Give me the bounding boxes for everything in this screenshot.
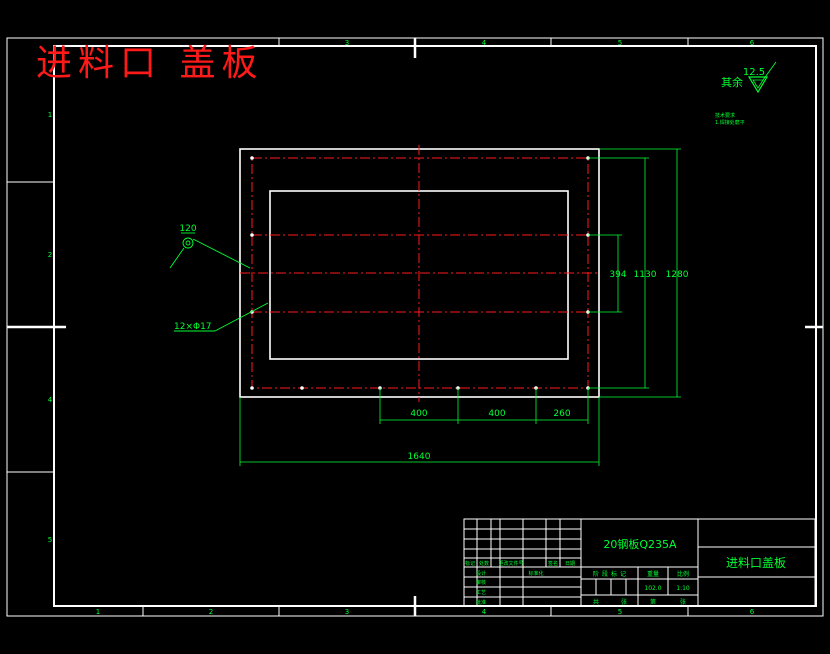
dim-400-b: 400 [488, 409, 505, 419]
mark-header: 标记 [465, 560, 475, 567]
dim-394: 394 [609, 270, 626, 280]
sheet-unit: 张 [621, 598, 627, 606]
mark-header: 签名 [548, 560, 558, 567]
inner-frame [53, 45, 817, 607]
grid-bottom-label: 5 [618, 608, 622, 616]
outer-border [6, 37, 824, 617]
grid-bottom-label: 4 [482, 608, 487, 616]
holes-label: 12×Φ17 [174, 322, 212, 332]
grid-bottom-label: 3 [345, 608, 349, 616]
grid-left-label: 5 [48, 536, 52, 544]
standardization: 标准化 [528, 570, 543, 577]
stage-header: 记 [620, 571, 626, 578]
grid-left-label: 2 [48, 251, 52, 259]
lug-callout [169, 232, 251, 269]
holes-callout [174, 302, 269, 332]
dim-400-a: 400 [410, 409, 427, 419]
grid-left-label: 1 [48, 111, 52, 119]
sheet-number: 第 [650, 598, 656, 606]
centering-marks [7, 38, 823, 616]
grid-top-label: 3 [345, 39, 349, 47]
role-design: 设计 [476, 570, 486, 577]
centerlines [240, 145, 600, 402]
mark-header: 处数 [479, 560, 489, 567]
lug-label: 120 [179, 224, 196, 234]
grid-top-label: 4 [482, 39, 487, 47]
sheet-total: 共 [593, 598, 599, 606]
scale-label: 比例 [677, 570, 689, 578]
weight-value: 102.0 [644, 585, 661, 592]
roughness-value: 12.5 [743, 67, 765, 78]
roughness-label: 其余 [721, 75, 743, 89]
roughness-symbol [747, 61, 777, 94]
horizontal-dimension-text: 400 400 260 1640 [408, 409, 571, 462]
dim-1130: 1130 [634, 270, 657, 280]
drawing-title: 进料口 盖板 [36, 43, 264, 84]
material: 20钢板Q235A [603, 537, 677, 551]
grid-top-label: 6 [750, 39, 755, 47]
grid-top-label: 5 [618, 39, 622, 47]
title-block-text: 20钢板Q235A 进料口盖板 标记 处数 更改文件号 签名 日期 设计 标准化… [465, 537, 786, 606]
vertical-dimensions [588, 148, 681, 398]
mark-header: 日期 [565, 561, 575, 567]
part-name: 进料口盖板 [726, 556, 786, 570]
stage-header: 阶 [593, 570, 599, 578]
grid-ticks [7, 38, 689, 616]
grid-left-label: 4 [48, 396, 53, 404]
dim-1280: 1280 [666, 270, 689, 280]
role-review: 审核 [476, 579, 486, 586]
vertical-dimension-text: 394 1130 1280 [609, 270, 688, 280]
scale-value: 1:10 [676, 585, 690, 592]
weight-label: 重量 [647, 570, 659, 578]
grid-labels: 3 4 5 6 1 2 3 4 5 6 1 2 4 5 [48, 39, 755, 616]
tech-note-1: 1.焊接处磨平 [715, 119, 745, 126]
mark-header: 更改文件号 [498, 560, 523, 567]
tech-note-title: 技术要求 [715, 112, 735, 119]
horizontal-dimensions [239, 388, 600, 466]
grid-bottom-label: 6 [750, 608, 755, 616]
dim-1640: 1640 [408, 452, 431, 462]
stage-header: 标 [611, 570, 617, 578]
title-block [463, 518, 816, 607]
sheet-unit: 张 [680, 598, 686, 606]
role-approve: 批准 [476, 599, 486, 606]
dim-260: 260 [553, 409, 570, 419]
role-process: 工艺 [476, 590, 486, 596]
stage-header: 段 [602, 570, 608, 578]
grid-bottom-label: 2 [209, 608, 213, 616]
grid-bottom-label: 1 [96, 608, 100, 616]
